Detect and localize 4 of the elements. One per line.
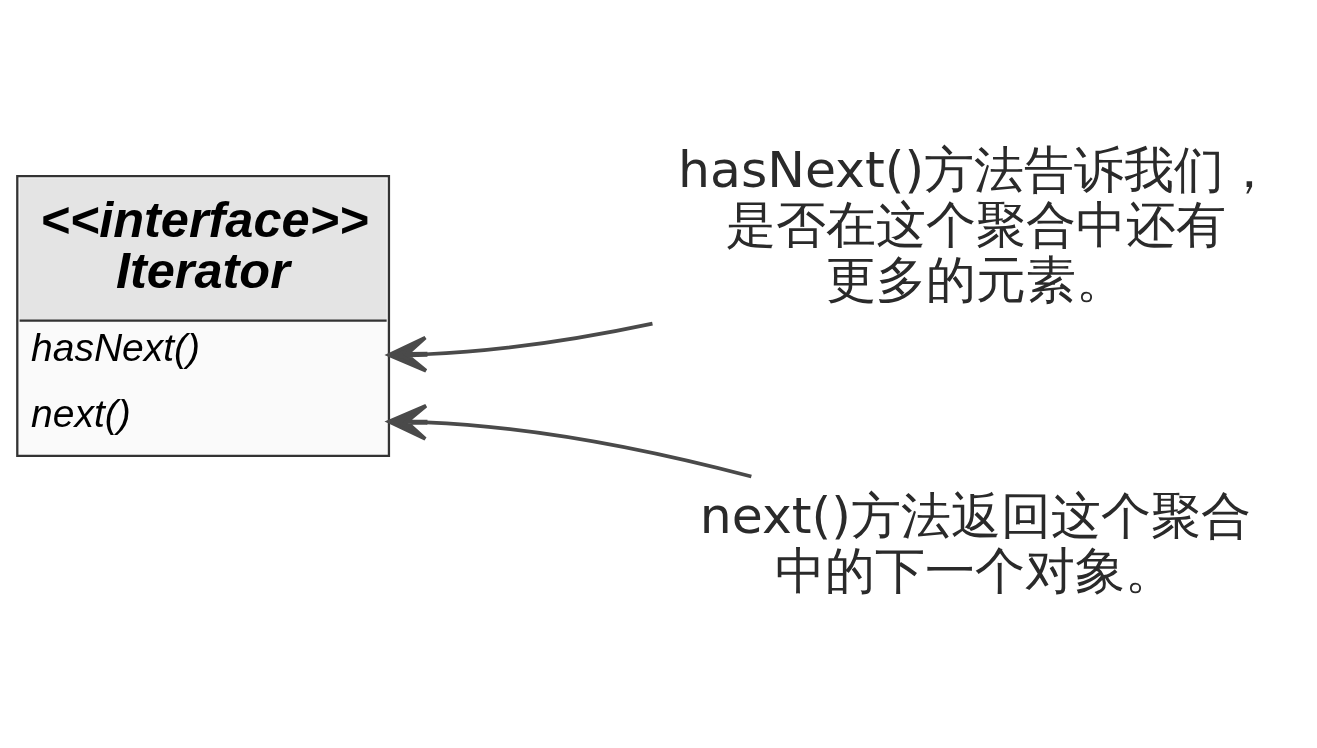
node-text: next()方法返回这个聚合中的下一个对象。 <box>699 485 1251 600</box>
arrow <box>387 403 752 478</box>
arrow <box>387 321 653 373</box>
node-text: hasNext()方法告诉我们，是否在这个聚合中还有更多的元素。 <box>678 139 1275 309</box>
